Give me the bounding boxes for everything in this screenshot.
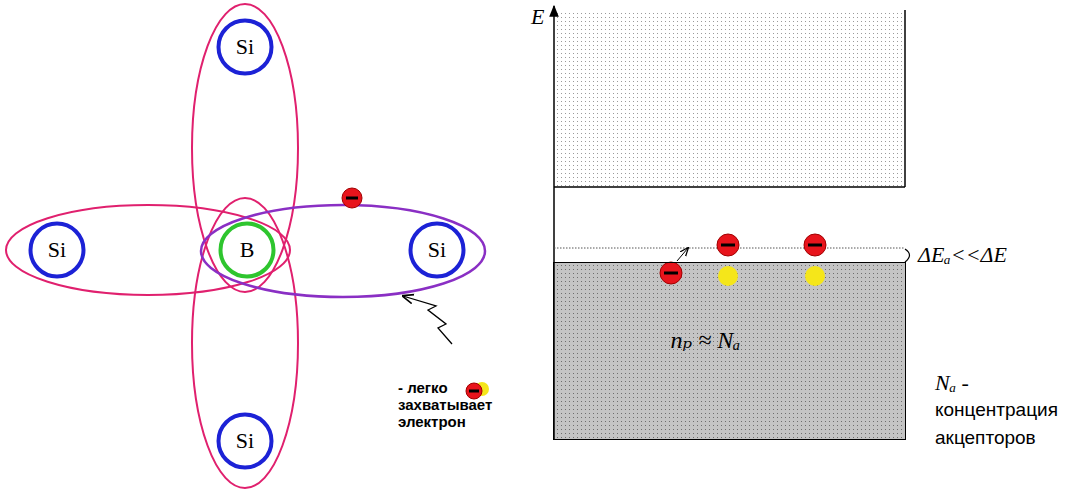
- band-edge: [904, 10, 906, 187]
- hole: [718, 266, 738, 286]
- note-text: акцепторов: [935, 427, 1036, 449]
- electron: [717, 234, 739, 256]
- electron: [342, 188, 362, 208]
- gap-bracket: [905, 249, 910, 262]
- node-text: Si: [48, 238, 66, 262]
- node-text: nₚ ≈ Nₐ: [671, 327, 741, 353]
- bond-ellipse: [192, 198, 298, 488]
- node-text: Si: [236, 429, 254, 453]
- silicon-atom-ring: [219, 21, 272, 74]
- valence-band: nₚ ≈ Nₐ: [553, 262, 906, 440]
- axis-label: E: [531, 4, 544, 30]
- bond-ellipse: [192, 4, 298, 292]
- band-edge: [554, 186, 905, 188]
- electron: [804, 234, 826, 256]
- wavy-arrow: [403, 296, 452, 344]
- boron-atom: B: [218, 221, 276, 279]
- silicon-atom-ring: [31, 224, 84, 277]
- conduction-band: [554, 10, 905, 187]
- node-text: Si: [428, 238, 446, 262]
- node-text: B: [240, 238, 255, 262]
- bond-ellipse: [6, 205, 290, 295]
- node-text: Si: [236, 35, 254, 59]
- note-text: концентрация: [935, 399, 1058, 421]
- silicon-atom-ring: [411, 224, 464, 277]
- symbol-label: Nₐ -: [935, 370, 969, 396]
- silicon-atom: Si: [28, 221, 86, 279]
- valence-band-fill: [554, 262, 905, 440]
- silicon-atom: Si: [216, 18, 274, 76]
- silicon-atom: Si: [408, 221, 466, 279]
- electron: [660, 262, 682, 284]
- boron-atom-ring: [221, 224, 274, 277]
- callout-text: - легко захватывает электрон: [398, 379, 510, 430]
- silicon-atom: Si: [216, 412, 274, 470]
- hole: [805, 266, 825, 286]
- transition-arrow: [677, 248, 688, 261]
- silicon-atom-ring: [219, 415, 272, 468]
- gap-label: ΔEₐ<<ΔE: [918, 242, 1007, 268]
- broken-bond-ellipse: [201, 205, 485, 297]
